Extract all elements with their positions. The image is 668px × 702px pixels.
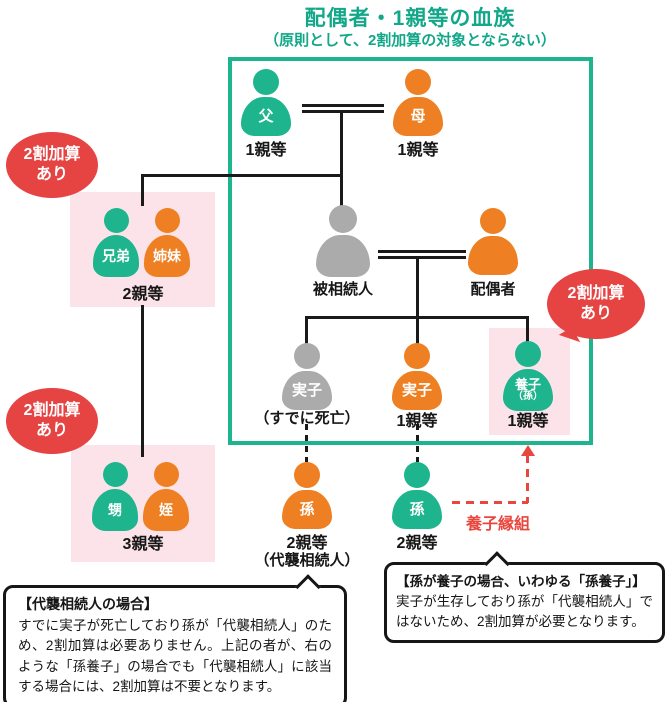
adoption-arrow-head-icon — [521, 445, 535, 456]
parents-marriage-line-top — [302, 104, 384, 107]
siblings-branch-line — [141, 174, 343, 177]
spouse-marriage-line-top — [378, 250, 466, 253]
nephew-head-icon — [102, 462, 128, 487]
deceased-child-head-icon — [294, 343, 320, 369]
deceased-child-drop-line — [305, 316, 308, 344]
spouse-head-icon — [480, 208, 506, 234]
brother-icon: 兄弟 — [93, 208, 139, 277]
adoption-arrow-vertical — [526, 455, 529, 503]
grandchild-icon: 孫 — [392, 462, 442, 529]
surcharge-bubble-line2: あり — [35, 166, 68, 183]
substitute-heir-note: 【代襲相続人の場合】 すでに実子が死亡しており孫が「代襲相続人」のため、2割加算… — [3, 585, 347, 702]
siblings-group-box — [70, 192, 215, 307]
mother-label: 母 — [410, 107, 426, 125]
father-icon: 父 — [241, 69, 291, 136]
father-label: 父 — [258, 107, 274, 125]
surcharge-bubble-line1: 2割加算 — [23, 146, 81, 163]
siblings-to-nephew-line — [141, 305, 144, 457]
grandchild-heir-degree-label: 2親等 — [286, 535, 328, 552]
grandchild-heir-label: 孫 — [299, 500, 315, 518]
page-title: 配偶者・1親等の血族 — [304, 7, 516, 30]
nephew-icon: 甥 — [92, 462, 138, 531]
surcharge-bubble-line1: 2割加算 — [567, 285, 625, 302]
spouse-marriage-line-bottom — [378, 256, 466, 259]
decedent-label: 被相続人 — [312, 281, 374, 298]
surcharge-bubble-siblings: 2割加算 あり — [6, 132, 98, 198]
adopted-grandchild-head-icon — [515, 341, 541, 367]
adoption-arrow-label: 養子縁組 — [465, 516, 531, 533]
decedent-head-icon — [329, 205, 357, 233]
grandchild-adoption-note-title: 【孫が養子の場合、いわゆる「孫養子」】 — [396, 574, 646, 589]
mother-icon: 母 — [393, 69, 443, 136]
brother-head-icon — [103, 208, 129, 233]
non-surcharge-group-box — [228, 57, 593, 445]
nephew-niece-degree-label: 3親等 — [122, 536, 164, 553]
surcharge-bubble-line1: 2割加算 — [23, 402, 81, 419]
spouse-icon — [468, 208, 518, 275]
adopted-grandchild-label: 養子 — [514, 376, 541, 392]
father-degree-label: 1親等 — [245, 142, 287, 159]
siblings-drop-line — [141, 174, 144, 206]
mother-head-icon — [405, 69, 431, 95]
siblings-degree-label: 2親等 — [122, 286, 164, 303]
father-head-icon — [253, 69, 279, 95]
sister-head-icon — [154, 208, 180, 233]
niece-icon: 姪 — [143, 462, 189, 531]
parents-marriage-line-bottom — [302, 110, 384, 113]
deceased-child-label: 実子 — [291, 381, 322, 399]
grandchild-heir-icon: 孫 — [282, 462, 332, 529]
surcharge-bubble-line2: あり — [35, 422, 68, 439]
grandchild-degree-label: 2親等 — [396, 535, 438, 552]
grandchild-heir-head-icon — [294, 462, 320, 488]
adopted-drop-line — [526, 316, 529, 344]
surcharge-bubble-nephew: 2割加算 あり — [6, 388, 98, 454]
substitute-heir-note-body: すでに実子が死亡しており孫が「代襲相続人」のため、2割加算は必要ありません。上記… — [18, 618, 332, 694]
child-label: 実子 — [401, 381, 432, 399]
niece-head-icon — [153, 462, 179, 487]
deceased-child-icon: 実子 — [282, 343, 332, 410]
adopted-grandchild-degree-label: 1親等 — [507, 413, 549, 430]
adopted-grandchild-sublabel: （孫） — [513, 391, 543, 403]
mother-degree-label: 1親等 — [397, 142, 439, 159]
grandchild-label: 孫 — [409, 500, 425, 518]
substitute-heir-note-title: 【代襲相続人の場合】 — [18, 596, 158, 612]
child-degree-label: 1親等 — [396, 413, 438, 430]
child-grandchild-dashed-line — [416, 424, 419, 462]
decedent-icon — [316, 205, 370, 277]
parents-descent-line — [340, 113, 343, 209]
grandchild-adoption-note-body: 実子が生存しており孫が「代襲相続人」ではないため、2割加算が必要となります。 — [396, 594, 653, 630]
adoption-arrow-horizontal — [452, 501, 528, 504]
child-icon: 実子 — [392, 343, 442, 410]
page-subtitle: （原則として、2割加算の対象とならない） — [264, 32, 556, 49]
children-trunk-line — [416, 258, 419, 344]
deceased-child-note: （すでに死亡） — [254, 410, 360, 427]
adopted-grandchild-icon: 養子 （孫） — [503, 341, 553, 411]
surcharge-bubble-adopted: 2割加算 あり — [547, 269, 645, 339]
grandchild-adoption-note: 【孫が養子の場合、いわゆる「孫養子」】 実子が生存しており孫が「代襲相続人」では… — [384, 562, 665, 643]
brother-label: 兄弟 — [102, 247, 130, 264]
grandchild-heir-note: （代襲相続人） — [254, 552, 360, 569]
deceased-child-grandchild-dashed-line — [305, 424, 308, 462]
nephew-label: 甥 — [108, 501, 122, 518]
sister-label: 姉妹 — [153, 247, 181, 264]
grandchild-head-icon — [404, 462, 430, 488]
child-head-icon — [404, 343, 430, 369]
sister-icon: 姉妹 — [144, 208, 190, 277]
surcharge-bubble-line2: あり — [579, 305, 612, 322]
niece-label: 姪 — [159, 501, 173, 518]
children-branch-line — [305, 316, 529, 319]
spouse-label: 配偶者 — [470, 281, 516, 298]
